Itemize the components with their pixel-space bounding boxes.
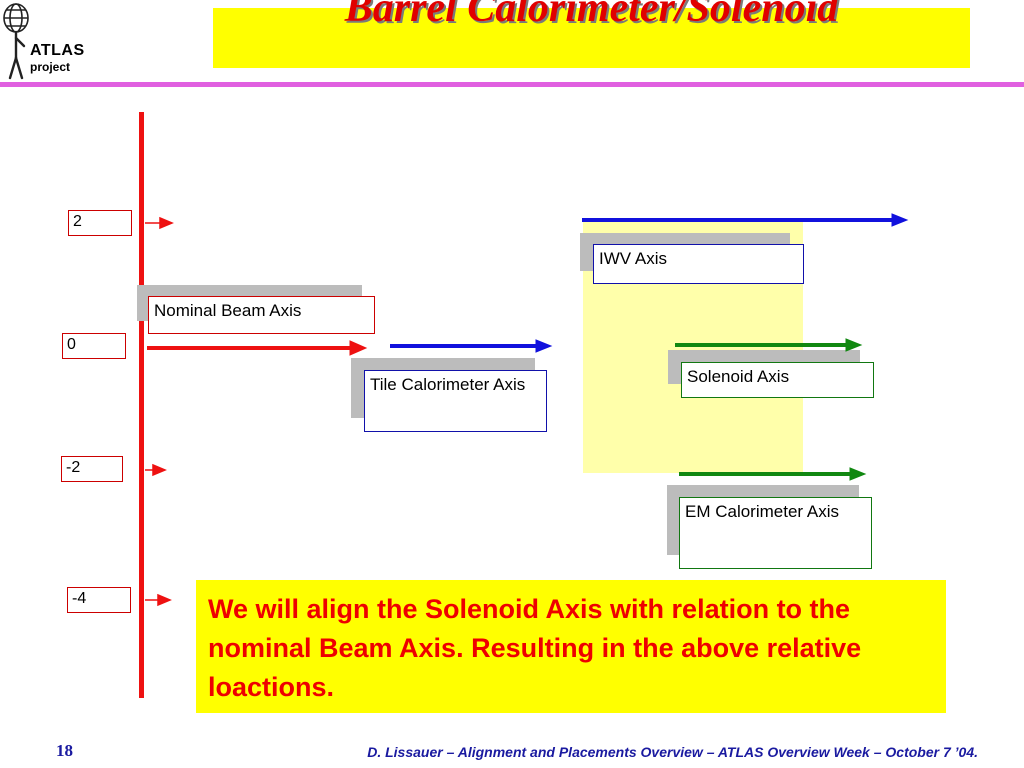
footer-text: D. Lissauer – Alignment and Placements O… <box>367 744 978 760</box>
solenoid-axis-label: Solenoid Axis <box>681 362 874 398</box>
note-box: We will align the Solenoid Axis with rel… <box>196 580 946 713</box>
scale-label-minus-4: -4 <box>67 587 131 613</box>
atlas-logo-icon <box>3 3 29 80</box>
slide-title: Barrel Calorimeter/Solenoid <box>344 0 839 31</box>
nominal-beam-axis-label: Nominal Beam Axis <box>148 296 375 334</box>
scale-label-2: 2 <box>68 210 132 236</box>
iwv-axis-label: IWV Axis <box>593 244 804 284</box>
tile-calorimeter-arrow <box>390 339 553 353</box>
nominal-beam-arrow <box>147 340 368 356</box>
scale-axis-line <box>139 112 144 698</box>
tile-calorimeter-axis-label: Tile Calorimeter Axis <box>364 370 547 432</box>
page-number: 18 <box>56 741 73 760</box>
header-rule <box>0 82 1024 87</box>
scale-tick-arrows <box>145 216 174 607</box>
scale-label-minus-2: -2 <box>61 456 123 482</box>
scale-label-0: 0 <box>62 333 126 359</box>
title-background <box>213 8 970 68</box>
logo-text: ATLAS <box>30 42 85 59</box>
logo-subtext: project <box>30 60 71 74</box>
em-calorimeter-axis-label: EM Calorimeter Axis <box>679 497 872 569</box>
